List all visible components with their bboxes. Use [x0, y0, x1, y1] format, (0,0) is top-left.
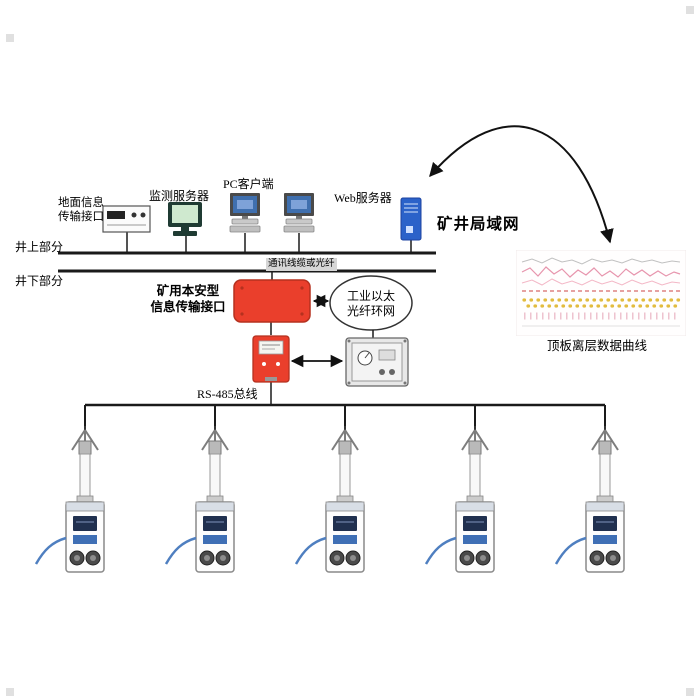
- roof-data-chart-image: [516, 250, 686, 336]
- watermark-mark: [6, 688, 14, 696]
- pc-client-label: PC客户端: [223, 177, 274, 191]
- fiber-ring-label: 工业以太 光纤环网: [346, 289, 395, 318]
- monitor-server-icon: [168, 202, 202, 236]
- chart-caption: 顶板离层数据曲线: [547, 339, 648, 353]
- fiber-ring-ellipse: [329, 275, 413, 331]
- explosion-proof-box-icon: [345, 337, 409, 387]
- watermark-mark: [686, 6, 694, 14]
- pc-client-icon: [229, 193, 261, 233]
- surface-section-label: 井上部分: [15, 240, 64, 254]
- acquisition-device-icon: [252, 335, 290, 383]
- watermark-mark: [686, 688, 694, 696]
- pc-client-icon: [283, 193, 315, 233]
- ground-interface-icon: [102, 205, 151, 233]
- underground-section-label: 井下部分: [15, 274, 64, 288]
- comm-cable-label: 通讯线缆或光纤: [266, 258, 337, 272]
- lan-to-chart-arrow: [429, 125, 614, 244]
- rs485-bus-label: RS-485总线: [197, 387, 258, 401]
- web-server-icon: [400, 197, 422, 241]
- ground-interface-label: 地面信息 传输接口: [58, 197, 104, 223]
- safe-interface-icon: [233, 279, 311, 323]
- monitor-server-label: 监测服务器: [149, 189, 210, 203]
- mine-lan-label: 矿井局域网: [437, 216, 520, 233]
- watermark-mark: [6, 34, 14, 42]
- web-server-label: Web服务器: [334, 191, 392, 205]
- safe-interface-label: 矿用本安型 信息传输接口: [150, 284, 226, 314]
